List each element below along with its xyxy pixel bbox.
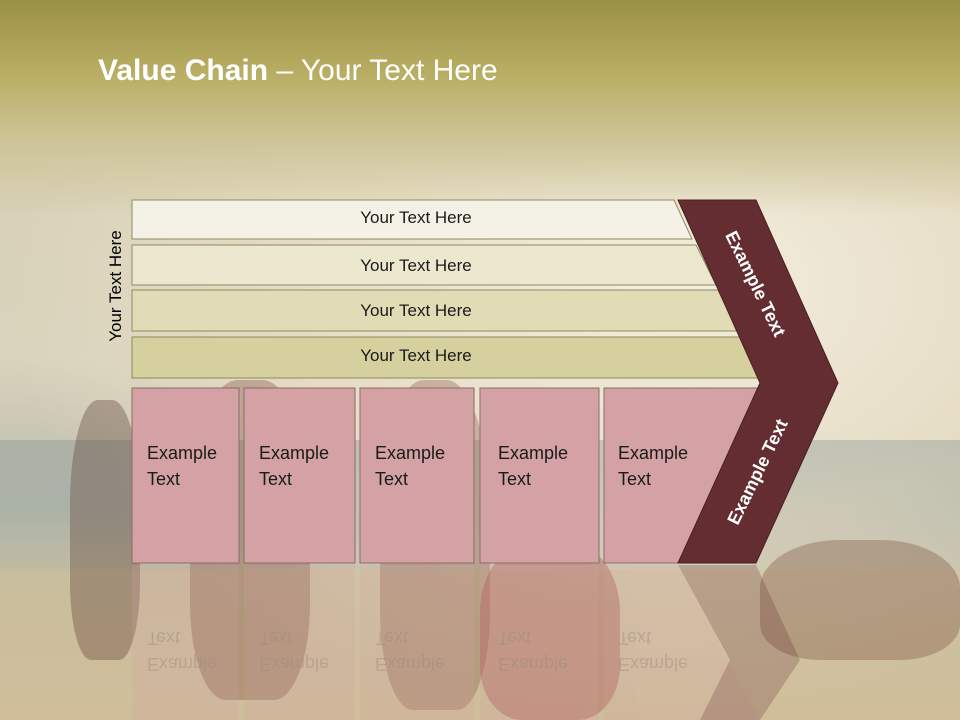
cell-label-5-line2: Text bbox=[618, 469, 652, 489]
background-figure bbox=[480, 540, 620, 720]
cell-label-2: Example Text bbox=[259, 440, 329, 492]
cell-label-1: Example Text bbox=[147, 440, 217, 492]
cell-label-2-line2: Text bbox=[259, 469, 293, 489]
cell-box-2 bbox=[243, 387, 356, 564]
cell-box-3 bbox=[359, 387, 475, 564]
cell-label-3-line1: Example bbox=[375, 443, 446, 463]
cell-label-reflection: Example Text bbox=[147, 628, 218, 674]
cell-label-4: Example Text bbox=[498, 440, 568, 492]
slide-title: Value Chain – Your Text Here bbox=[98, 54, 498, 88]
title-rest: – Your Text Here bbox=[268, 54, 498, 87]
cell-label-3: Example Text bbox=[375, 440, 445, 492]
row-bar-1 bbox=[131, 199, 693, 240]
cell-label-1-line2: Text bbox=[147, 469, 181, 489]
cell-box-4 bbox=[479, 387, 600, 564]
cell-label-reflection: Example Text bbox=[259, 628, 330, 674]
cell-label-reflection: Example Text bbox=[618, 628, 689, 674]
cell-label-3-line2: Text bbox=[375, 469, 409, 489]
background-figure bbox=[70, 400, 140, 660]
cell-label-5: Example Text bbox=[618, 440, 688, 492]
cell-label-4-line1: Example bbox=[498, 443, 569, 463]
chevron-arrow-reflection bbox=[678, 565, 800, 720]
row-label-2: Your Text Here bbox=[360, 256, 472, 275]
cell-label-4-line2: Text bbox=[498, 469, 532, 489]
row-label-1: Your Text Here bbox=[360, 208, 472, 227]
cell-box-1 bbox=[131, 387, 240, 564]
cell-label-reflection: Example Text bbox=[498, 628, 569, 674]
beach-sand bbox=[0, 570, 960, 720]
cell-label-reflection: Example Text bbox=[375, 628, 446, 674]
background-figure bbox=[760, 540, 960, 660]
cells-reflection bbox=[132, 565, 760, 720]
cell-label-2-line1: Example bbox=[259, 443, 330, 463]
title-bold: Value Chain bbox=[98, 54, 269, 87]
cell-label-5-line1: Example bbox=[618, 443, 689, 463]
row-label-3: Your Text Here bbox=[360, 301, 472, 320]
chevron-arrow bbox=[677, 199, 839, 564]
cell-label-1-line1: Example bbox=[147, 443, 218, 463]
row-label-4: Your Text Here bbox=[360, 346, 472, 365]
